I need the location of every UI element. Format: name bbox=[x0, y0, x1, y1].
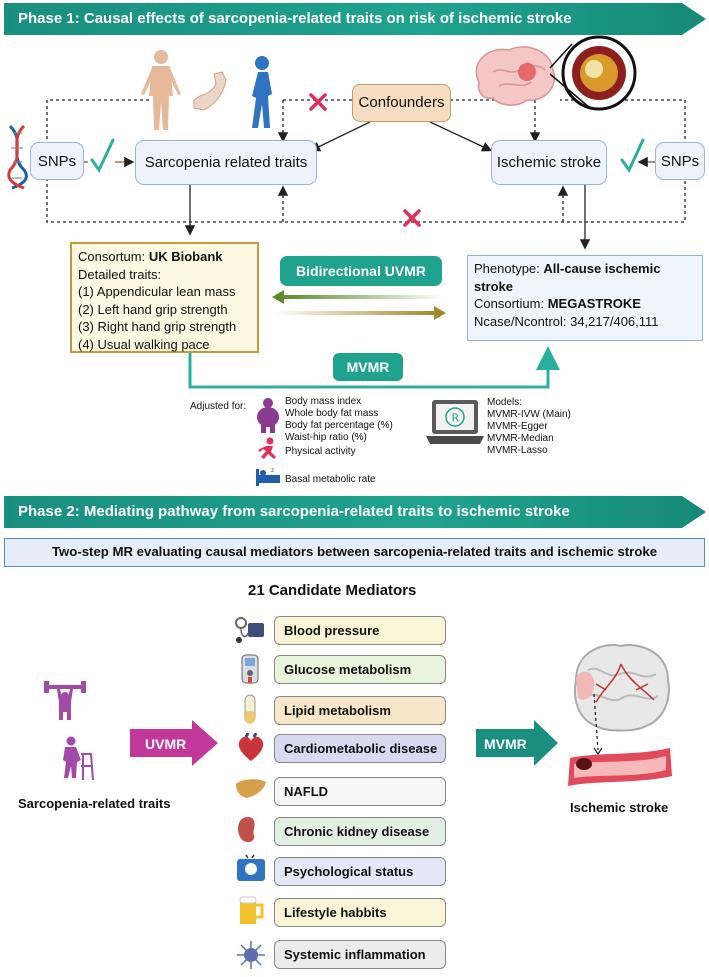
check-icon-left bbox=[90, 138, 115, 173]
traits-label: Detailed traits: bbox=[78, 266, 162, 282]
snps-right-box: SNPs bbox=[655, 142, 705, 180]
phase1-banner: Phase 1: Causal effects of sarcopenia-re… bbox=[4, 3, 706, 35]
immune-cell-icon bbox=[237, 941, 265, 969]
phase2-banner: Phase 2: Mediating pathway from sarcopen… bbox=[4, 496, 706, 528]
cross-icon-lower bbox=[403, 209, 421, 227]
mediator-lifestyle-habbits: Lifestyle habbits bbox=[274, 898, 446, 927]
dna-icon bbox=[7, 124, 28, 190]
mediator-cardiometabolic-disease: Cardiometabolic disease bbox=[274, 734, 446, 763]
phase2-subtitle-box: Two-step MR evaluating causal mediators … bbox=[4, 538, 705, 567]
phase1-title: Phase 1: Causal effects of sarcopenia-re… bbox=[18, 10, 572, 27]
mvmr-arrow-label: MVMR bbox=[484, 736, 527, 752]
running-person-icon bbox=[258, 437, 276, 459]
ischemic-stroke-box: Ischemic stroke bbox=[491, 140, 607, 185]
phenotype-line: Phenotype: All-cause ischemic stroke bbox=[474, 261, 661, 294]
adjusted-activity: Physical activity bbox=[285, 446, 356, 457]
glucometer-icon bbox=[241, 654, 259, 684]
blood-pressure-cuff-icon bbox=[235, 617, 264, 643]
ischemic-stroke-label-p2: Ischemic stroke bbox=[570, 800, 669, 815]
confounders-box: Confounders bbox=[352, 84, 451, 122]
ischemic-stroke-label: Ischemic stroke bbox=[496, 154, 602, 171]
adjusted-bmr: Basal metabolic rate bbox=[285, 474, 376, 485]
laptop-icon: R bbox=[426, 400, 484, 444]
weightlifting-icon bbox=[44, 681, 86, 720]
cross-icon-upper bbox=[309, 93, 327, 111]
outcome-consortium-value: MEGASTROKE bbox=[547, 296, 641, 311]
bidirectional-arrows bbox=[272, 290, 446, 320]
human-body-icon bbox=[141, 50, 181, 130]
mediator-psychological-status: Psychological status bbox=[274, 857, 446, 886]
flexed-arm-icon bbox=[193, 71, 227, 111]
adjusted-body-list: Body mass index Whole body fat mass Body… bbox=[285, 396, 393, 444]
mediator-systemic-inflammation: Systemic inflammation bbox=[274, 940, 446, 969]
sarcopenia-traits-label-p2: Sarcopenia-related traits bbox=[18, 796, 171, 811]
kidney-icon bbox=[238, 817, 255, 843]
blood-tube-icon bbox=[244, 694, 256, 724]
trait-item: (1) Appendicular lean mass bbox=[78, 284, 236, 299]
models-list: Models: MVMR-IVW (Main) MVMR-Egger MVMR-… bbox=[487, 397, 571, 457]
consortium-line: Consortum: UK Biobank bbox=[78, 249, 223, 264]
sarcopenia-traits-label: Sarcopenia related traits bbox=[144, 154, 308, 171]
mvmr-badge: MVMR bbox=[333, 353, 403, 381]
model-item: MVMR-IVW (Main) bbox=[487, 409, 571, 420]
svg-text:z: z bbox=[271, 467, 274, 474]
outcome-consortium-line: Consortium: MEGASTROKE bbox=[474, 296, 641, 311]
obese-person-icon bbox=[257, 398, 279, 433]
adjusted-item: Body fat percentage (%) bbox=[285, 420, 393, 431]
walking-person-icon bbox=[252, 56, 272, 128]
confounders-label: Confounders bbox=[358, 94, 445, 111]
mvmr-arrow: MVMR bbox=[476, 720, 558, 766]
zoom-lines bbox=[549, 43, 591, 109]
snps-left-box: SNPs bbox=[30, 142, 84, 180]
ncase-line: Ncase/Ncontrol: 34,217/406,111 bbox=[474, 313, 659, 329]
consortium-value: UK Biobank bbox=[148, 249, 223, 264]
mediator-nafld: NAFLD bbox=[274, 777, 446, 806]
phase1-connectors bbox=[46, 93, 686, 389]
heart-icon bbox=[238, 733, 264, 761]
sleeping-bed-icon: z bbox=[256, 467, 280, 486]
bidirectional-uvmr-badge: Bidirectional UVMR bbox=[280, 256, 442, 286]
trait-item: (4) Usual walking pace bbox=[78, 336, 210, 352]
brain-section-icon bbox=[568, 644, 672, 786]
adjusted-item: Whole body fat mass bbox=[285, 408, 379, 419]
phase2-title: Phase 2: Mediating pathway from sarcopen… bbox=[18, 503, 570, 520]
model-item: MVMR-Median bbox=[487, 433, 554, 444]
sarcopenia-traits-box: Sarcopenia related traits bbox=[135, 140, 317, 185]
brain-icon bbox=[475, 46, 556, 106]
elderly-walker-icon bbox=[63, 736, 94, 780]
phase2-subtitle: Two-step MR evaluating causal mediators … bbox=[51, 544, 658, 559]
mediator-chronic-kidney-disease: Chronic kidney disease bbox=[274, 817, 446, 846]
candidates-title: 21 Candidate Mediators bbox=[248, 582, 417, 599]
mediator-blood-pressure: Blood pressure bbox=[274, 616, 446, 645]
uvmr-arrow: UVMR bbox=[130, 720, 218, 766]
r-logo: R bbox=[452, 412, 460, 425]
adjusted-item: Waist-hip ratio (%) bbox=[285, 432, 367, 443]
models-label: Models: bbox=[487, 397, 523, 408]
mediator-glucose-metabolism: Glucose metabolism bbox=[274, 655, 446, 684]
phenotype-value: All-cause ischemic stroke bbox=[474, 261, 661, 294]
model-item: MVMR-Lasso bbox=[487, 445, 548, 456]
beer-icon bbox=[239, 896, 264, 924]
exposure-consortium-box: Consortum: UK Biobank Detailed traits: (… bbox=[70, 242, 259, 353]
snps-right-label: SNPs bbox=[660, 152, 700, 170]
liver-icon bbox=[236, 779, 266, 798]
snps-left-label: SNPs bbox=[37, 152, 77, 170]
model-item: MVMR-Egger bbox=[487, 421, 548, 432]
trait-item: (3) Right hand grip strength bbox=[78, 319, 237, 334]
mediator-lipid-metabolism: Lipid metabolism bbox=[274, 696, 446, 725]
head-icon bbox=[237, 854, 265, 881]
check-icon-right bbox=[620, 138, 645, 173]
adjusted-item: Body mass index bbox=[285, 396, 362, 407]
trait-item: (2) Left hand grip strength bbox=[78, 301, 228, 317]
outcome-box: Phenotype: All-cause ischemic stroke Con… bbox=[467, 255, 703, 341]
adjusted-for-label: Adjusted for: bbox=[190, 401, 247, 412]
uvmr-arrow-label: UVMR bbox=[145, 736, 186, 752]
artery-plaque-icon bbox=[561, 35, 637, 111]
